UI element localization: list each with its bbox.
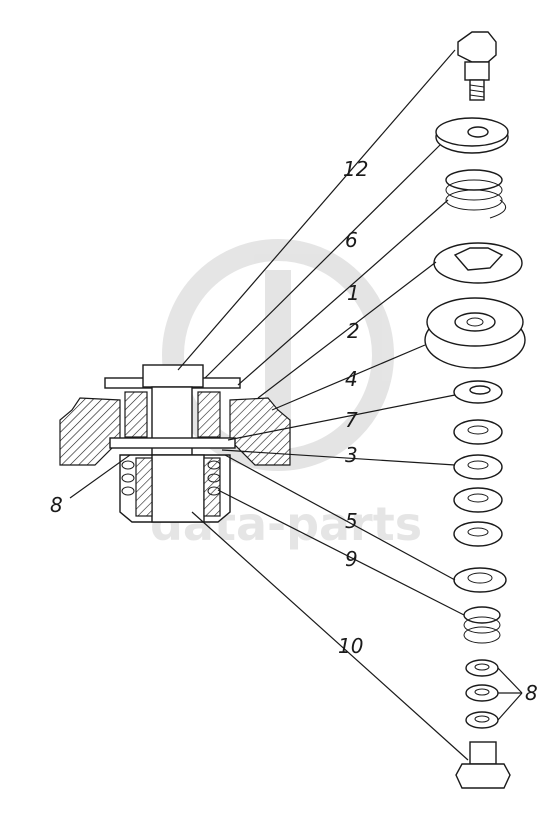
section-stem-wall-left bbox=[135, 457, 153, 517]
section-inner-right bbox=[197, 391, 221, 438]
part-washer-stack bbox=[453, 419, 503, 547]
leader-10 bbox=[191, 511, 469, 761]
callout-labels: 12 6 1 2 4 7 3 5 9 10 8 8 bbox=[50, 157, 538, 705]
section-spring-left bbox=[121, 460, 135, 496]
part-spring-top bbox=[445, 169, 507, 219]
leader-8-right-a bbox=[497, 667, 523, 694]
part-small-rings bbox=[465, 659, 499, 729]
callout-5: 5 bbox=[345, 509, 358, 533]
callout-9: 9 bbox=[345, 547, 358, 571]
callout-12: 12 bbox=[343, 157, 368, 181]
leader-5 bbox=[224, 454, 456, 581]
part-spring-lower bbox=[463, 606, 501, 644]
leader-4 bbox=[271, 344, 426, 411]
leader-7 bbox=[227, 394, 456, 441]
part-cross-plate bbox=[433, 242, 523, 284]
part-seal bbox=[453, 567, 507, 593]
callout-3: 3 bbox=[345, 443, 358, 467]
part-split-ring bbox=[453, 380, 503, 404]
section-seal-ring bbox=[109, 437, 236, 449]
section-inner-left bbox=[124, 391, 148, 438]
section-stem bbox=[151, 454, 205, 523]
callout-8-right: 8 bbox=[525, 681, 538, 705]
callout-8-left: 8 bbox=[50, 493, 63, 517]
callout-1: 1 bbox=[347, 281, 360, 305]
leader-3 bbox=[221, 449, 456, 466]
leader-9 bbox=[217, 489, 465, 616]
leader-2 bbox=[257, 261, 437, 399]
leader-6 bbox=[204, 144, 441, 379]
part-washer-top bbox=[435, 117, 509, 154]
part-nut bbox=[455, 741, 511, 789]
section-housing-left bbox=[59, 397, 121, 466]
leader-8-right-c bbox=[497, 692, 523, 721]
leader-12 bbox=[177, 49, 456, 371]
assembly-cross-section bbox=[59, 364, 291, 523]
callout-4: 4 bbox=[345, 367, 358, 391]
callout-6: 6 bbox=[345, 228, 358, 252]
callout-2: 2 bbox=[347, 319, 360, 343]
section-bolt-head bbox=[142, 364, 204, 388]
leader-1 bbox=[237, 199, 449, 386]
callout-10: 10 bbox=[338, 634, 363, 658]
part-cap-housing bbox=[424, 297, 526, 369]
part-bolt bbox=[457, 31, 497, 101]
callout-7: 7 bbox=[345, 408, 358, 432]
leader-8-left bbox=[69, 454, 131, 499]
leader-lines bbox=[69, 49, 523, 761]
